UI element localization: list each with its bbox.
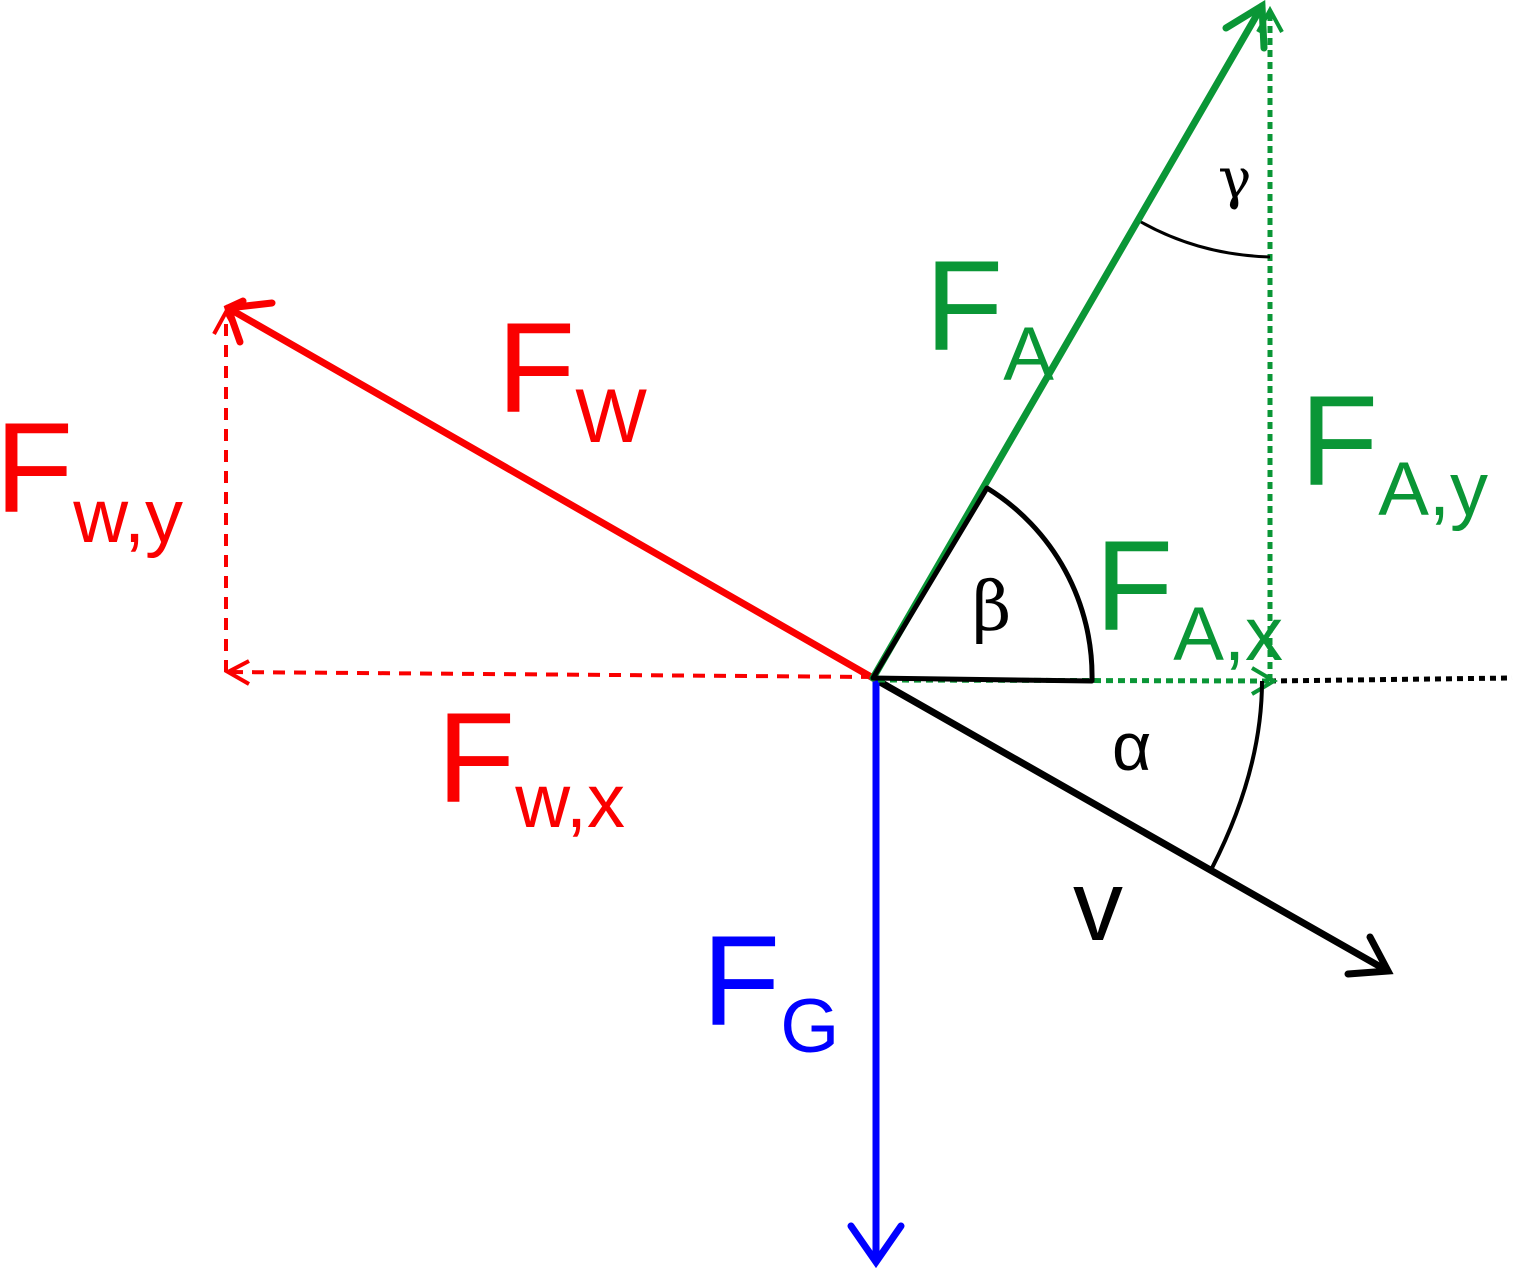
drag-label: FW xyxy=(497,297,647,459)
drag-x-component xyxy=(223,659,874,686)
alpha-label: α xyxy=(1112,709,1151,785)
lift-x-label: FA,x xyxy=(1095,515,1283,677)
drag-x-label: Fw,x xyxy=(437,687,625,844)
drag-y-label: Fw,y xyxy=(0,397,183,559)
gamma-angle-arc xyxy=(1140,220,1271,259)
gamma-label: γ xyxy=(1218,147,1251,212)
velocity-label: v xyxy=(1073,850,1123,962)
lift-label: FA xyxy=(925,235,1054,397)
lift-y-label: FA,y xyxy=(1300,370,1488,532)
lift-y-component xyxy=(1256,5,1284,681)
gravity-vector xyxy=(847,678,905,1269)
gravity-label: FG xyxy=(702,910,839,1069)
horizontal-reference-line xyxy=(1269,675,1513,684)
beta-angle-marker xyxy=(870,485,1095,684)
drag-y-component xyxy=(212,307,240,672)
beta-label: β xyxy=(972,568,1011,647)
alpha-angle-arc xyxy=(1210,680,1264,869)
velocity-vector xyxy=(869,674,1394,978)
